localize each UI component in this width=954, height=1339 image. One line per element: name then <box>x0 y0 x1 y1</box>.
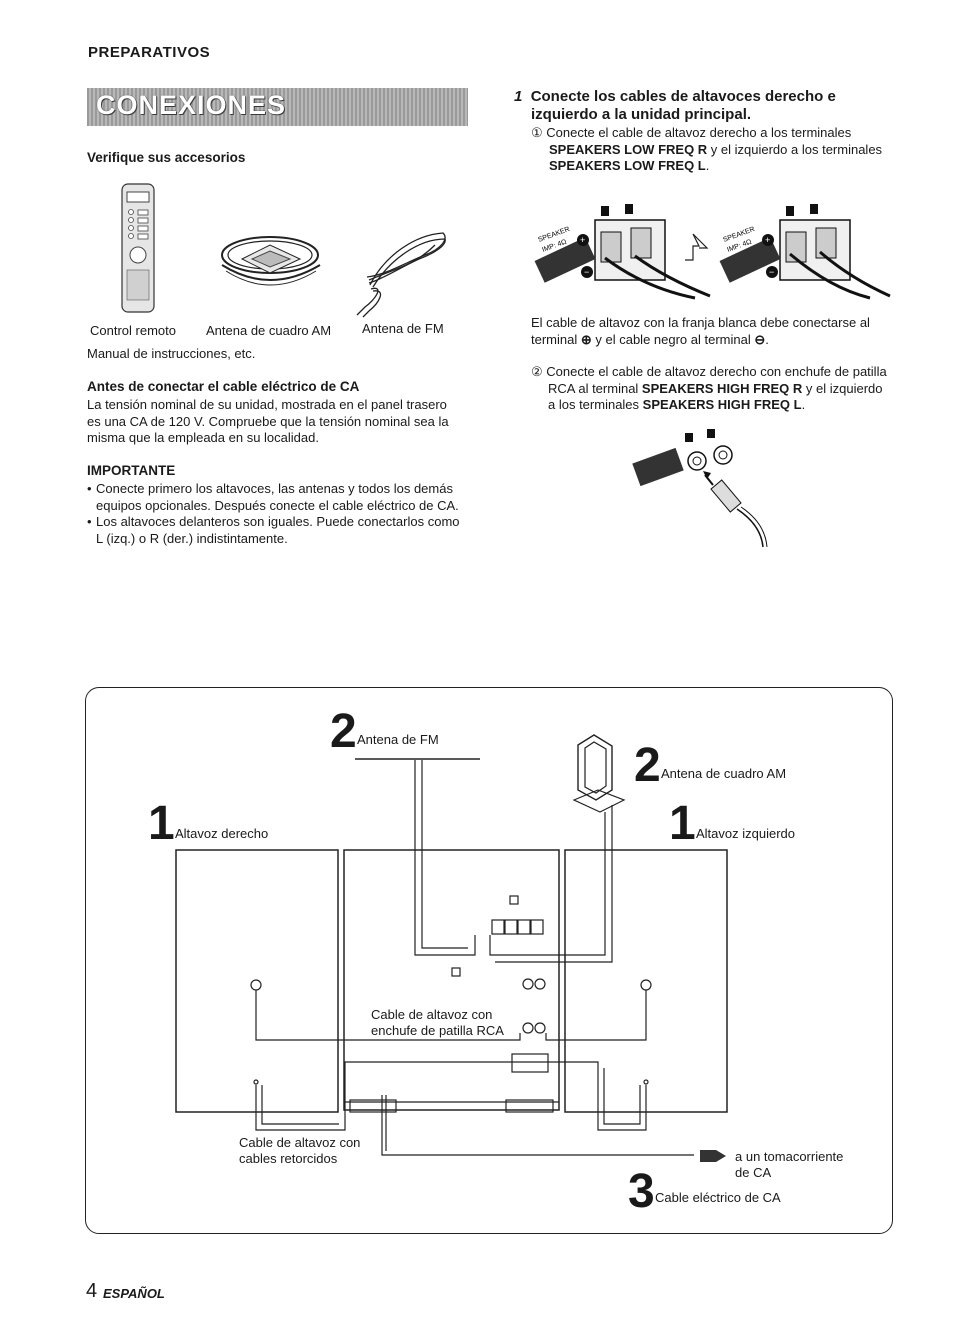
remote-control-illustration <box>121 183 155 313</box>
svg-text:+: + <box>765 235 770 245</box>
fm-step-number: 2 <box>330 705 357 758</box>
am-loop-antenna-illustration <box>221 236 321 286</box>
high-freq-rca-illustration <box>632 429 768 548</box>
stripe-instruction: El cable de altavoz con la franja blanca… <box>531 315 870 347</box>
outlet-callout: a un tomacorriente de CA <box>735 1149 844 1180</box>
am-antenna-callout: Antena de cuadro AM <box>661 766 787 781</box>
left-speaker-callout: Altavoz izquierdo <box>696 826 795 841</box>
power-cord-callout: Cable eléctrico de CA <box>655 1190 781 1205</box>
fm-antenna-label: Antena de FM <box>362 321 444 336</box>
svg-text:+: + <box>580 235 585 245</box>
manual-label: Manual de instrucciones, etc. <box>87 346 256 361</box>
page-number: 4 <box>86 1280 98 1302</box>
title-banner <box>87 88 468 126</box>
rca-cable-callout: Cable de altavoz con enchufe de patilla … <box>371 1007 504 1038</box>
important-heading: IMPORTANTE <box>87 463 176 478</box>
low-freq-terminal-illustration: SPEAKER IMP: 4Ω + − SPEAKER IMP: 4Ω + − <box>534 204 891 300</box>
svg-text:−: − <box>584 267 589 277</box>
language-label: ESPAÑOL <box>103 1286 165 1301</box>
ac-text: La tensión nominal de su unidad, mostrad… <box>87 397 449 445</box>
connection-diagram <box>85 687 893 1234</box>
right-speaker-callout: Altavoz derecho <box>175 826 269 841</box>
sub1-instructions: ① Conecte el cable de altavoz derecho a … <box>531 125 883 173</box>
svg-text:−: − <box>769 267 774 277</box>
sub2-instructions: ② Conecte el cable de altavoz derecho co… <box>531 364 887 412</box>
remote-control-label: Control remoto <box>90 323 176 338</box>
left-speaker-step-number: 1 <box>669 797 696 850</box>
fm-antenna-callout: Antena de FM <box>357 732 439 747</box>
important-list: Conecte primero los altavoces, las anten… <box>87 481 477 547</box>
am-step-number: 2 <box>634 739 661 792</box>
right-speaker-step-number: 1 <box>148 797 175 850</box>
page-title: CONEXIONES <box>96 90 287 120</box>
list-item: Conecte primero los altavoces, las anten… <box>87 481 477 514</box>
power-step-number: 3 <box>628 1165 655 1218</box>
twisted-cable-callout: Cable de altavoz con cables retorcidos <box>239 1135 361 1166</box>
step1-title: 1 Conecte los cables de altavoces derech… <box>514 88 836 123</box>
accessories-heading: Verifique sus accesorios <box>87 150 246 165</box>
fm-antenna-illustration <box>356 232 446 318</box>
section-label: PREPARATIVOS <box>88 44 211 61</box>
ac-heading: Antes de conectar el cable eléctrico de … <box>87 379 360 394</box>
am-antenna-label: Antena de cuadro AM <box>206 323 332 338</box>
list-item: Los altavoces delanteros son iguales. Pu… <box>87 514 477 547</box>
